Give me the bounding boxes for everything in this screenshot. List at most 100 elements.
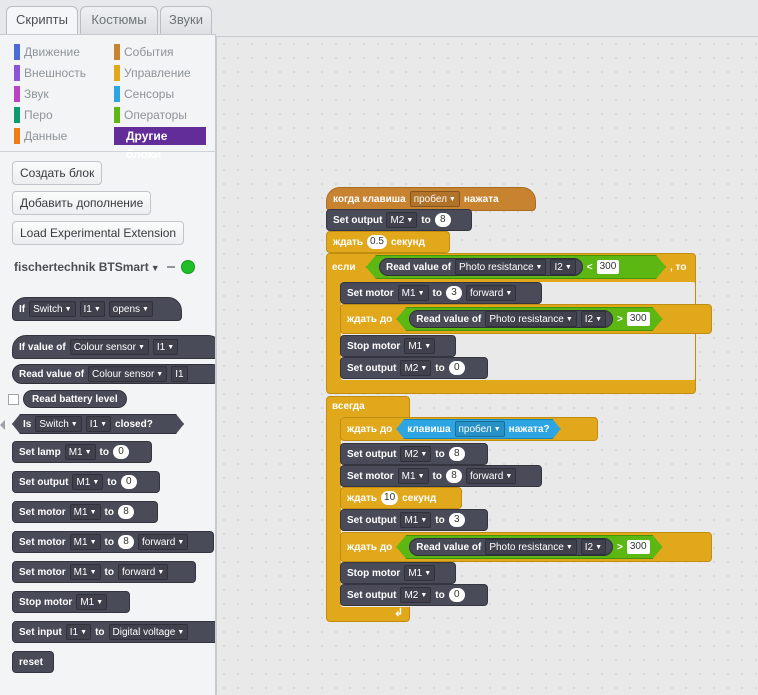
sensor-dropdown[interactable]: Photo resistance▼ <box>455 259 546 275</box>
value-input[interactable]: 10 <box>381 491 399 505</box>
direction-dropdown[interactable]: forward▼ <box>117 564 169 580</box>
palette-block-read-value[interactable]: Read value of Colour sensor▼ I1 <box>12 364 215 384</box>
script-hat-when-key-pressed[interactable]: когда клавиша пробел▼ нажата <box>326 187 536 211</box>
condition-greater-than[interactable]: Read value of Photo resistance▼ I2▼ > 30… <box>396 535 662 559</box>
output-dropdown[interactable]: M2▼ <box>386 212 418 228</box>
value-input[interactable]: 3 <box>448 513 465 527</box>
palette-block-set-motor-speed[interactable]: Set motor M1▼ to 8 <box>12 501 158 523</box>
input-dropdown[interactable]: I1▼ <box>65 624 92 640</box>
output-dropdown[interactable]: M2▼ <box>400 360 432 376</box>
category-sensing[interactable]: Сенсоры <box>114 85 174 103</box>
chevron-down-icon[interactable]: ▼ <box>150 263 160 273</box>
load-experimental-extension-button[interactable]: Load Experimental Extension <box>12 221 185 245</box>
create-block-button[interactable]: Создать блок <box>12 161 103 185</box>
category-events[interactable]: События <box>114 43 174 61</box>
key-dropdown[interactable]: пробел▼ <box>455 421 505 437</box>
palette-block-stop-motor[interactable]: Stop motor M1▼ <box>12 591 130 613</box>
script-if-set-motor[interactable]: Set motor M1▼ to 3 forward▼ <box>340 282 542 304</box>
value-input[interactable]: 8 <box>117 535 134 549</box>
direction-dropdown[interactable]: forward▼ <box>465 285 517 301</box>
value-input[interactable]: 3 <box>445 286 462 300</box>
script-wait-seconds[interactable]: ждать 0.5 секунд <box>326 231 450 253</box>
palette-block-if-value[interactable]: If value of Colour sensor▼ I1▼ <box>12 335 215 359</box>
motor-dropdown[interactable]: M1▼ <box>397 285 429 301</box>
script-if-stop-motor[interactable]: Stop motor M1▼ <box>340 335 456 357</box>
script-wait-until-key[interactable]: ждать до клавиша пробел▼ нажата? <box>340 417 598 441</box>
sensor-dropdown[interactable]: Colour sensor▼ <box>69 339 149 355</box>
collapse-arrow-icon[interactable] <box>0 420 5 430</box>
input-dropdown[interactable]: I1 <box>171 366 188 382</box>
direction-dropdown[interactable]: forward▼ <box>137 534 189 550</box>
reporter-read-battery[interactable]: Read battery level <box>23 390 127 408</box>
motor-dropdown[interactable]: M1▼ <box>69 564 101 580</box>
extension-title[interactable]: fischertechnik BTSmart▼ <box>14 260 160 274</box>
category-data[interactable]: Данные <box>14 127 67 145</box>
value-input[interactable]: 8 <box>117 505 134 519</box>
value-input[interactable]: 300 <box>597 260 620 274</box>
script-forever-set-motor[interactable]: Set motor M1▼ to 8 forward▼ <box>340 465 542 487</box>
value-input[interactable]: 0 <box>112 445 129 459</box>
motor-dropdown[interactable]: M1▼ <box>69 534 101 550</box>
script-if-set-output[interactable]: Set output M2▼ to 0 <box>340 357 488 379</box>
motor-dropdown[interactable]: M1▼ <box>69 504 101 520</box>
output-dropdown[interactable]: M2▼ <box>400 587 432 603</box>
checkbox[interactable] <box>8 393 19 405</box>
motor-dropdown[interactable]: M1▼ <box>76 594 108 610</box>
condition-dropdown[interactable]: opens▼ <box>108 301 153 317</box>
sensor-dropdown[interactable]: Colour sensor▼ <box>88 366 168 382</box>
input-dropdown[interactable]: I2▼ <box>550 259 575 275</box>
tab-sounds[interactable]: Звуки <box>160 6 212 34</box>
value-input[interactable]: 0.5 <box>367 235 387 249</box>
value-input[interactable]: 0 <box>448 588 465 602</box>
palette-block-set-motor-speed-direction[interactable]: Set motor M1▼ to 8 forward▼ <box>12 531 214 553</box>
output-dropdown[interactable]: M1▼ <box>400 512 432 528</box>
tab-costumes[interactable]: Костюмы <box>80 6 158 34</box>
category-pen[interactable]: Перо <box>14 106 53 124</box>
add-extension-button[interactable]: Добавить дополнение <box>12 191 152 215</box>
script-forever-set-output-3[interactable]: Set output M2▼ to 0 <box>340 584 488 606</box>
if-condition-less-than[interactable]: Read value of Photo resistance▼ I2▼ < 30… <box>366 255 666 279</box>
category-sound[interactable]: Звук <box>14 85 49 103</box>
category-control[interactable]: Управление <box>114 64 191 82</box>
value-input[interactable]: 0 <box>448 361 465 375</box>
reporter-read-value[interactable]: Read value of Photo resistance▼ I2▼ <box>379 258 583 276</box>
palette-block-is-switch[interactable]: Is Switch▼ I1▼ closed? <box>12 414 184 434</box>
category-more-blocks[interactable]: Другие блоки <box>114 127 206 161</box>
tab-scripts[interactable]: Скрипты <box>6 6 78 36</box>
script-forever-wait-until[interactable]: ждать до Read value of Photo resistance▼… <box>340 532 712 562</box>
input-dropdown[interactable]: I2▼ <box>581 539 606 555</box>
input-dropdown[interactable]: I1▼ <box>86 416 111 432</box>
palette-block-set-output[interactable]: Set output M1▼ to 0 <box>12 471 160 493</box>
value-input[interactable]: 8 <box>434 213 451 227</box>
value-input[interactable]: 0 <box>120 475 137 489</box>
value-input[interactable]: 300 <box>627 540 650 554</box>
condition-greater-than[interactable]: Read value of Photo resistance▼ I2▼ > 30… <box>396 307 662 331</box>
sensing-key-pressed[interactable]: клавиша пробел▼ нажата? <box>396 419 560 439</box>
category-operators[interactable]: Операторы <box>114 106 187 124</box>
category-motion[interactable]: Движение <box>14 43 80 61</box>
palette-block-read-battery[interactable]: Read battery level <box>8 389 160 409</box>
palette-block-set-lamp[interactable]: Set lamp M1▼ to 0 <box>12 441 152 463</box>
script-forever-stop-motor[interactable]: Stop motor M1▼ <box>340 562 456 584</box>
output-dropdown[interactable]: M1▼ <box>72 474 104 490</box>
input-dropdown[interactable]: I1▼ <box>152 339 179 355</box>
value-input[interactable]: 8 <box>445 469 462 483</box>
motor-dropdown[interactable]: M1▼ <box>404 565 436 581</box>
script-forever-wait-seconds[interactable]: ждать 10 секунд <box>340 487 462 509</box>
sensor-dropdown[interactable]: Photo resistance▼ <box>485 539 576 555</box>
reporter-read-value[interactable]: Read value of Photo resistance▼ I2▼ <box>409 310 613 328</box>
reporter-read-value[interactable]: Read value of Photo resistance▼ I2▼ <box>409 538 613 556</box>
palette-block-if-switch[interactable]: If Switch▼ I1▼ opens▼ <box>12 297 182 321</box>
mode-dropdown[interactable]: Digital voltage▼ <box>108 624 189 640</box>
output-dropdown[interactable]: M1▼ <box>64 444 96 460</box>
script-set-output[interactable]: Set output M2▼ to 8 <box>326 209 472 231</box>
input-dropdown[interactable]: I1▼ <box>79 301 105 317</box>
motor-dropdown[interactable]: M1▼ <box>397 468 429 484</box>
category-looks[interactable]: Внешность <box>14 64 86 82</box>
palette-block-reset[interactable]: reset <box>12 651 54 673</box>
sensor-dropdown[interactable]: Switch▼ <box>35 416 81 432</box>
key-dropdown[interactable]: пробел▼ <box>409 191 460 207</box>
sensor-dropdown[interactable]: Photo resistance▼ <box>485 311 576 327</box>
script-forever-set-output-2[interactable]: Set output M1▼ to 3 <box>340 509 488 531</box>
sensor-dropdown[interactable]: Switch▼ <box>29 301 76 317</box>
